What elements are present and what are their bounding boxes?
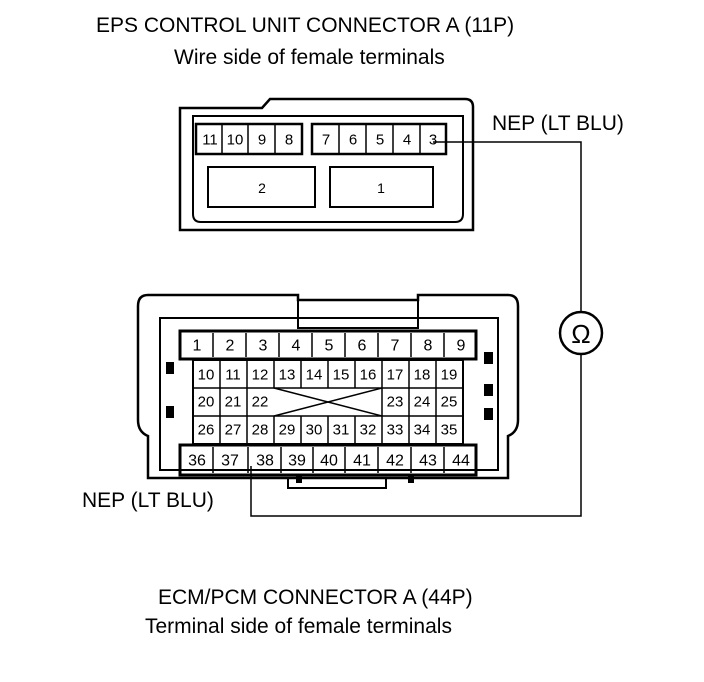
eps-pin-4: 4 [403, 132, 411, 149]
eps-cavity-1 [329, 166, 434, 208]
ecm-pin-6: 6 [358, 338, 367, 355]
wire-meter-to-ecm [250, 354, 582, 517]
ecm-pin-30: 30 [306, 422, 323, 439]
ecm-pin-33: 33 [387, 422, 404, 439]
ecm-pin-18: 18 [414, 367, 431, 384]
ecm-pin-39: 39 [288, 453, 306, 470]
eps-connector-housing [178, 97, 475, 232]
eps-pin-5: 5 [376, 132, 384, 149]
ecm-pin-37: 37 [221, 453, 239, 470]
ecm-pin-28: 28 [252, 422, 269, 439]
eps-pin-9: 9 [258, 132, 266, 149]
ohmmeter-symbol [558, 310, 604, 356]
ecm-row1-dividers [212, 333, 445, 357]
ecm-pin-19: 19 [441, 367, 458, 384]
eps-pin-11: 11 [202, 132, 218, 149]
ecm-pin-24: 24 [414, 394, 431, 411]
ecm-row4-labels: 26 27 28 29 30 31 32 33 34 35 [198, 422, 458, 439]
eps-cavity-label-2: 2 [258, 180, 266, 196]
ecm-pin-16: 16 [360, 367, 377, 384]
ecm-pin-5: 5 [325, 338, 334, 355]
ecm-pin-42: 42 [386, 453, 404, 470]
ecm-pin-21: 21 [225, 394, 242, 411]
eps-pin-frame-right [310, 122, 448, 156]
ecm-pin-15: 15 [333, 367, 350, 384]
eps-pin-10: 10 [227, 132, 244, 149]
eps-cavity-2 [207, 166, 316, 208]
ecm-pin-10: 10 [198, 367, 215, 384]
ecm-pin-44: 44 [452, 453, 470, 470]
ecm-connector-subtitle: Terminal side of female terminals [145, 615, 452, 638]
ohm-icon: Ω [571, 319, 590, 349]
ecm-pin-31: 31 [333, 422, 350, 439]
ecm-pin-2: 2 [226, 338, 235, 355]
ecm-pin-36: 36 [188, 453, 206, 470]
ecm-pin-23: 23 [387, 394, 404, 411]
eps-pin-frame-left [194, 122, 304, 156]
ecm-bottom-tab [287, 477, 387, 489]
eps-pin-grid [221, 124, 421, 154]
ecm-pin-3: 3 [259, 338, 268, 355]
ecm-pin-13: 13 [279, 367, 296, 384]
eps-connector-inner-frame [192, 115, 464, 223]
ecm-pin-grid [193, 360, 463, 444]
eps-connector-title: EPS CONTROL UNIT CONNECTOR A (11P) [96, 14, 515, 37]
ecm-pin-7: 7 [391, 338, 400, 355]
eps-pin-3: 3 [429, 132, 437, 149]
ecm-lock-blocks [166, 352, 493, 483]
ecm-pin-43: 43 [419, 453, 437, 470]
ecm-pin-22: 22 [252, 394, 269, 411]
ecm-pin-12: 12 [252, 367, 269, 384]
ecm-pin-40: 40 [320, 453, 338, 470]
ecm-pin-11: 11 [225, 367, 241, 384]
ecm-pin-9: 9 [457, 338, 466, 355]
ecm-pin-41: 41 [353, 453, 371, 470]
eps-pin-labels: 11 10 9 8 7 6 5 4 3 2 1 [202, 132, 437, 197]
ecm-pin-20: 20 [198, 394, 215, 411]
ecm-pin-14: 14 [306, 367, 323, 384]
eps-pin-6: 6 [349, 132, 357, 149]
test-wiring [250, 141, 582, 517]
ecm-pin-25: 25 [441, 394, 458, 411]
eps-connector-subtitle: Wire side of female terminals [174, 46, 445, 69]
ecm-row5-labels: 36 37 38 39 40 41 42 43 44 [188, 453, 470, 470]
ecm-row1-labels: 1 2 3 4 5 6 7 8 9 [193, 338, 466, 355]
ecm-connector-shell [136, 293, 520, 480]
ecm-pin-26: 26 [198, 422, 215, 439]
ecm-pin-34: 34 [414, 422, 431, 439]
ecm-connector-title: ECM/PCM CONNECTOR A (44P) [158, 586, 473, 609]
ecm-pin-29: 29 [279, 422, 296, 439]
ecm-pin-32: 32 [360, 422, 377, 439]
ecm-pin-8: 8 [424, 338, 433, 355]
eps-pin-7: 7 [322, 132, 330, 149]
ecm-pin-27: 27 [225, 422, 242, 439]
eps-wire-label: NEP (LT BLU) [492, 112, 624, 135]
ecm-pin-17: 17 [387, 367, 404, 384]
ecm-top-latch [297, 299, 419, 329]
ecm-pin-4: 4 [292, 338, 301, 355]
ecm-inner-frame [159, 317, 499, 471]
ecm-pin-1: 1 [193, 338, 202, 355]
wire-eps-to-meter [433, 141, 582, 312]
ecm-row5-dividers [212, 447, 445, 473]
ecm-row3-labels: 20 21 22 23 24 25 [198, 394, 458, 411]
ecm-wire-label: NEP (LT BLU) [82, 489, 214, 512]
eps-cavity-label-1: 1 [377, 180, 385, 196]
ecm-pin-35: 35 [441, 422, 458, 439]
ecm-row2-labels: 10 11 12 13 14 15 16 17 18 19 [198, 367, 458, 384]
ecm-pin-38: 38 [256, 453, 274, 470]
eps-pin-8: 8 [285, 132, 293, 149]
